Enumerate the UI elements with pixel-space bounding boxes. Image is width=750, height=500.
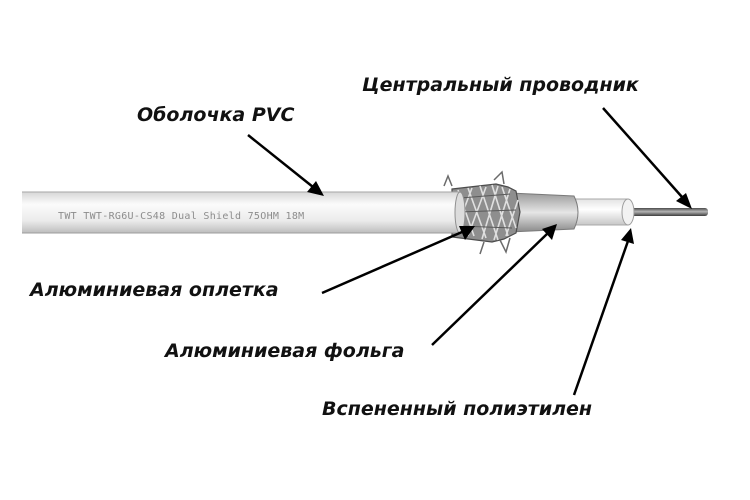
arrow-aluminum-braid bbox=[321, 230, 463, 295]
label-pvc-jacket: Оболочка PVC bbox=[137, 104, 295, 126]
label-center-conductor: Центральный проводник bbox=[362, 74, 639, 96]
arrow-pvc-jacket bbox=[247, 134, 314, 188]
label-aluminum-foil: Алюминиевая фольга bbox=[165, 340, 405, 362]
aluminum-foil bbox=[509, 192, 579, 233]
pvc-jacket bbox=[22, 191, 466, 234]
arrow-center-conductor bbox=[602, 107, 683, 198]
cable-print-text: TWT TWT-RG6U-CS48 Dual Shield 75OHM 18M bbox=[58, 211, 305, 222]
label-aluminum-braid: Алюминиевая оплетка bbox=[30, 279, 279, 301]
arrow-foamed-polyethylene bbox=[572, 240, 630, 396]
center-conductor bbox=[630, 208, 708, 216]
leader-arrows bbox=[247, 107, 692, 396]
label-foamed-polyethylene: Вспененный полиэтилен bbox=[322, 398, 593, 420]
arrow-aluminum-foil bbox=[431, 232, 549, 346]
